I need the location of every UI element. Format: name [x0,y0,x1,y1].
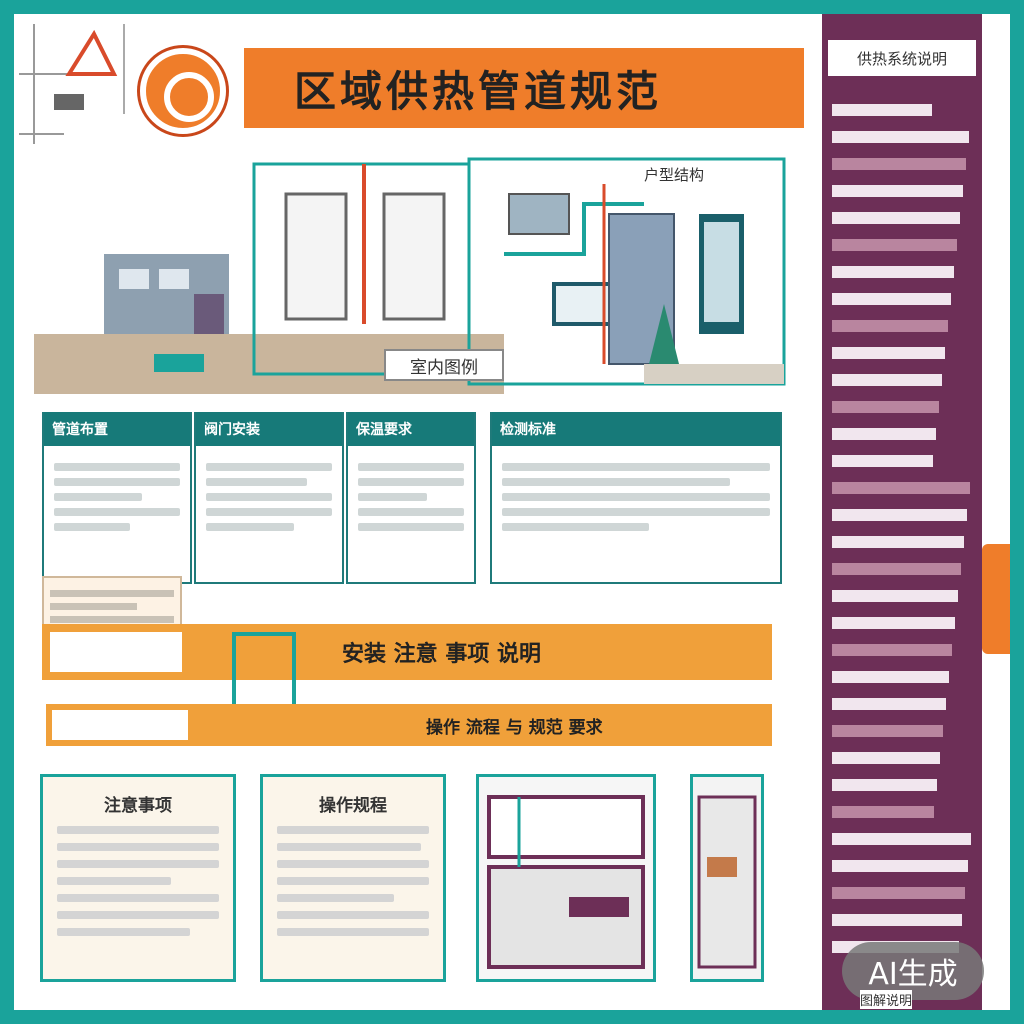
sidebar-row [832,536,964,548]
sidebar-row [832,401,939,413]
room-label: 室内图例 [384,349,504,381]
card-procedure: 操作规程 [260,774,446,982]
sidebar-row [832,104,932,116]
sidebar-row [832,509,967,521]
panel-3: 保温要求 [346,412,476,584]
sidebar-row [832,698,946,710]
sidebar-row [832,914,962,926]
panel-3-title: 保温要求 [348,412,474,446]
sidebar-row [832,833,971,845]
page-title: 区域供热管道规范 [294,66,663,116]
sidebar-row [832,455,933,467]
panel-2-title: 阀门安装 [196,412,342,446]
sidebar-row [832,752,940,764]
sidebar-row [832,320,948,332]
low-banner-box [50,708,190,742]
card-door [690,774,764,982]
door-graphic [697,795,757,969]
sidebar-row [832,725,943,737]
sidebar-row [832,671,949,683]
panel-2: 阀门安装 [194,412,344,584]
sidebar-row [832,482,970,494]
right-decoration [982,544,1010,654]
sidebar-row [832,590,958,602]
floorplan-graphic [487,795,645,969]
sidebar-row [832,266,954,278]
card-notes: 注意事项 [40,774,236,982]
sidebar-row [832,887,965,899]
sidebar-row [832,185,963,197]
sidebar-row [832,158,966,170]
mid-banner-box [48,630,184,674]
poster: 区域供热管道规范 [14,14,1010,1010]
sidebar-row [832,860,968,872]
sidebar-row [832,131,969,143]
panel-4-title: 检测标准 [492,412,780,446]
sidebar-row [832,212,960,224]
sidebar-row [832,293,951,305]
info-panels: 管道布置 阀门安装 保温要求 检测标准 [42,412,792,592]
sidebar-row [832,563,961,575]
scene-top-label: 户型结构 [644,164,705,185]
card-notes-title: 注意事项 [104,796,172,816]
sidebar-row [832,617,955,629]
sidebar: 供热系统说明 [822,14,982,1010]
card-procedure-title: 操作规程 [319,796,387,816]
sidebar-row [832,347,945,359]
sidebar-row [832,239,957,251]
sidebar-row [832,428,936,440]
panel-1-title: 管道布置 [44,412,190,446]
footer-label: 图解说明 [860,990,913,1009]
sidebar-row [832,806,934,818]
card-diagram [476,774,656,982]
sidebar-row [832,779,937,791]
panel-1: 管道布置 [42,412,192,584]
sidebar-row [832,644,952,656]
title-banner: 区域供热管道规范 [238,48,804,128]
sidebar-row [832,374,942,386]
sidebar-title: 供热系统说明 [828,40,976,76]
logo-badge [140,48,226,134]
building-illustration: 室内图例 户型结构 [24,144,794,404]
mid-banner-bracket [232,632,296,712]
panel-4: 检测标准 [490,412,782,584]
